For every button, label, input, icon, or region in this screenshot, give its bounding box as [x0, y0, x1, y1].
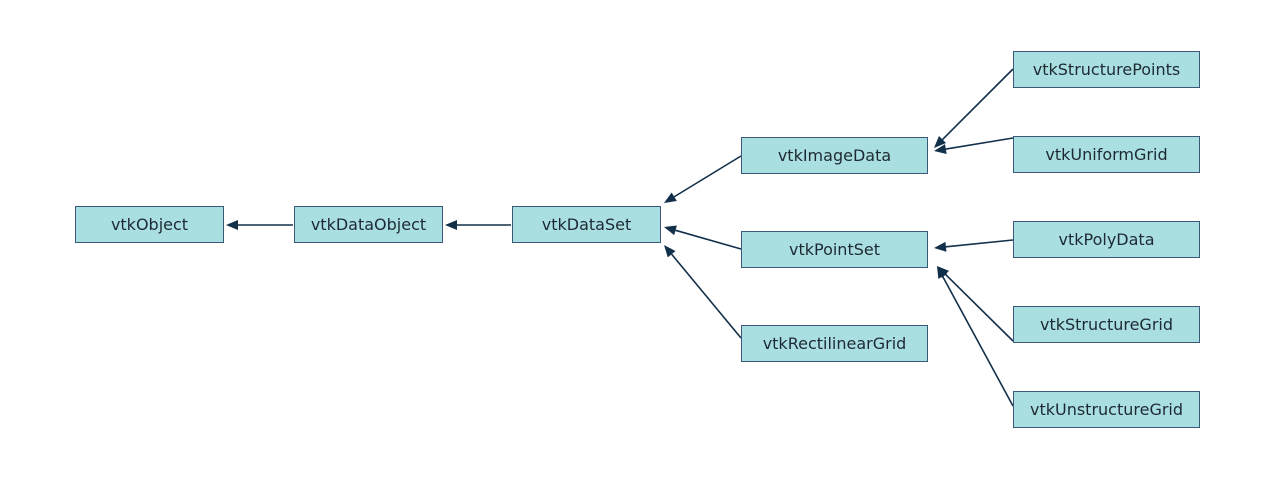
- edge-line: [941, 68, 1014, 141]
- node-vtkPolyData: vtkPolyData: [1013, 221, 1200, 258]
- edge-line: [945, 239, 1014, 248]
- edge-vtkImageData-to-vtkDataSet: [664, 155, 742, 203]
- edge-vtkStructureGrid-to-vtkPointSet: [937, 266, 1014, 342]
- node-vtkDataSet: vtkDataSet: [512, 206, 661, 243]
- node-vtkRectilinearGrid: vtkRectilinearGrid: [741, 325, 928, 362]
- arrowhead-icon: [664, 192, 677, 203]
- edge-vtkStructurePoints-to-vtkImageData: [934, 68, 1014, 148]
- node-vtkUniformGrid: vtkUniformGrid: [1013, 136, 1200, 173]
- node-vtkObject: vtkObject: [75, 206, 224, 243]
- edge-line: [944, 273, 1014, 342]
- edge-vtkDataSet-to-vtkDataObject: [445, 220, 511, 230]
- edge-line: [942, 276, 1014, 407]
- arrowhead-icon: [937, 266, 948, 279]
- arrowhead-icon: [226, 220, 238, 230]
- arrowhead-icon: [664, 245, 676, 258]
- arrowhead-icon: [934, 135, 947, 148]
- node-vtkImageData: vtkImageData: [741, 137, 928, 174]
- arrowhead-icon: [934, 241, 947, 252]
- edge-vtkUniformGrid-to-vtkImageData: [934, 137, 1014, 154]
- edge-vtkPolyData-to-vtkPointSet: [934, 239, 1014, 252]
- edge-vtkDataObject-to-vtkObject: [226, 220, 293, 230]
- edge-line: [675, 229, 742, 250]
- edge-vtkPointSet-to-vtkDataSet: [664, 225, 742, 250]
- node-vtkDataObject: vtkDataObject: [294, 206, 443, 243]
- arrowhead-icon: [445, 220, 457, 230]
- node-vtkUnstructureGrid: vtkUnstructureGrid: [1013, 391, 1200, 428]
- node-vtkPointSet: vtkPointSet: [741, 231, 928, 268]
- edge-vtkRectilinearGrid-to-vtkDataSet: [664, 245, 742, 339]
- arrowhead-icon: [664, 225, 677, 236]
- arrowhead-icon: [934, 144, 947, 154]
- edge-line: [671, 253, 742, 339]
- node-vtkStructureGrid: vtkStructureGrid: [1013, 306, 1200, 343]
- edge-line: [945, 137, 1014, 150]
- node-vtkStructurePoints: vtkStructurePoints: [1013, 51, 1200, 88]
- edge-vtkUnstructureGrid-to-vtkPointSet: [937, 266, 1014, 407]
- edge-line: [673, 155, 742, 198]
